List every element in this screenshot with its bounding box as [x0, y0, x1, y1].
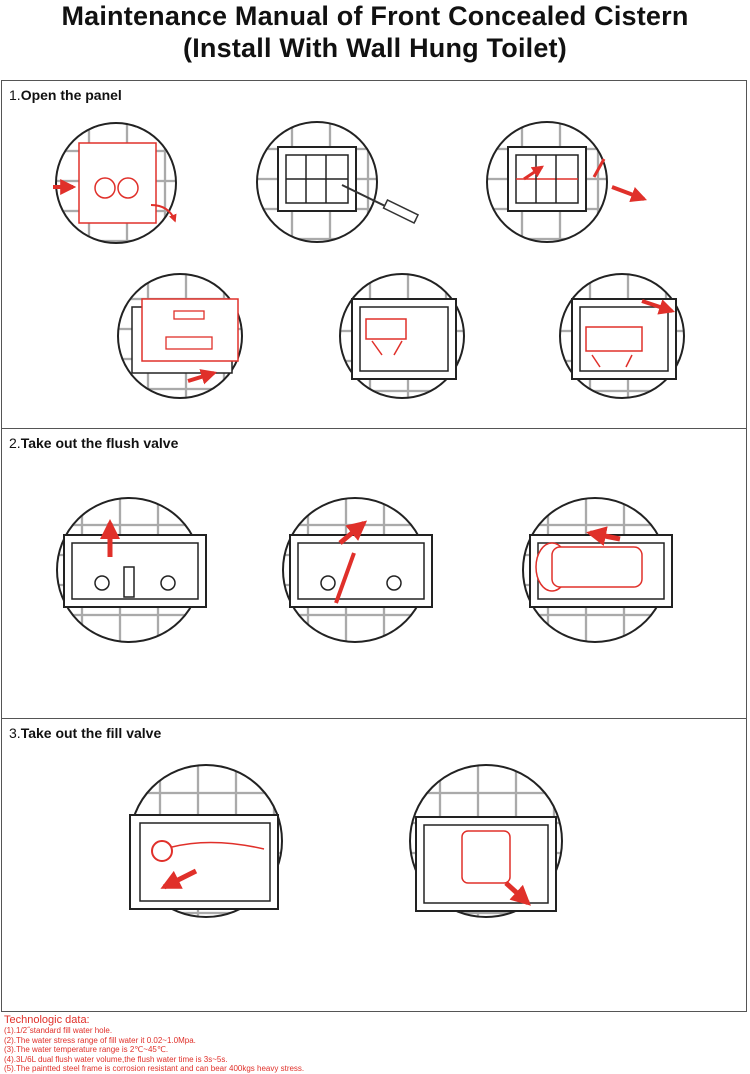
technologic-data: Technologic data: (1).1/2˝standard fill …	[4, 1014, 304, 1074]
step-flush-valve-a-illustration	[44, 495, 216, 645]
tech-item: (4).3L/6L dual flush water volume,the fl…	[4, 1054, 228, 1064]
technologic-data-title: Technologic data:	[4, 1014, 90, 1026]
step-slide-out-illustration	[552, 271, 692, 406]
step-inner-box-illustration	[332, 271, 472, 406]
step-fill-valve-a-illustration	[122, 763, 292, 923]
page-title: Maintenance Manual of Front Concealed Ci…	[61, 1, 689, 31]
step-flush-valve-c-illustration	[510, 495, 682, 645]
tech-item: (1).1/2˝standard fill water hole.	[4, 1026, 113, 1035]
step-screwdriver-illustration	[254, 119, 434, 244]
step-flush-plate-illustration	[51, 121, 181, 246]
step-pull-panel-illustration	[110, 269, 250, 404]
section-heading: 3.Take out the fill valve	[9, 725, 162, 741]
tech-item: (2).The water stress range of fill water…	[4, 1035, 196, 1045]
step-remove-frame-illustration	[484, 119, 649, 244]
page-subtitle: (Install With Wall Hung Toilet)	[183, 33, 567, 63]
section-open-panel: 1.Open the panel	[1, 80, 747, 429]
section-heading: 1.Open the panel	[9, 87, 122, 103]
step-flush-valve-b-illustration	[270, 495, 442, 645]
section-fill-valve: 3.Take out the fill valve	[1, 718, 747, 1012]
tech-item: (3).The water temperature range is 2℃~45…	[4, 1045, 169, 1054]
section-flush-valve: 2.Take out the flush valve	[1, 428, 747, 719]
step-fill-valve-b-illustration	[402, 763, 572, 923]
section-heading: 2.Take out the flush valve	[9, 435, 179, 451]
